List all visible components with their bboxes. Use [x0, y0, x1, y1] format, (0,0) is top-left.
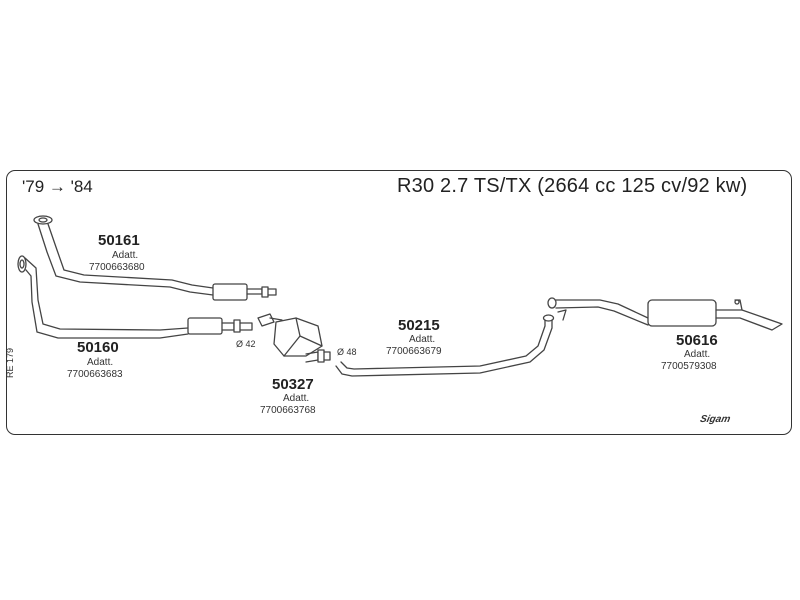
central-silencer — [257, 313, 331, 363]
part-ref-50160: 7700663683 — [67, 369, 123, 380]
year-range: '79 → '84 — [22, 177, 93, 196]
pre-silencer-upper — [212, 283, 277, 301]
part-number-50161: 50161 — [98, 232, 140, 249]
part-number-50215: 50215 — [398, 317, 440, 334]
part-ref-50616: 7700579308 — [661, 361, 717, 372]
diagram-frame — [6, 170, 792, 435]
vehicle-title: R30 2.7 TS/TX (2664 cc 125 cv/92 kw) — [397, 175, 748, 197]
part-number-50327: 50327 — [272, 376, 314, 393]
part-adatt-50160: Adatt. — [87, 357, 114, 368]
front-pipe-lower — [17, 255, 189, 339]
intermediate-pipe — [335, 314, 555, 377]
side-code: RE 179 — [5, 347, 15, 378]
part-ref-50327: 7700663768 — [260, 405, 316, 416]
part-adatt-50327: Adatt. — [283, 393, 310, 404]
diameter-48: Ø 48 — [337, 347, 357, 357]
part-ref-50161: 7700663680 — [89, 262, 145, 273]
brand-logo: Sigam — [698, 414, 732, 425]
part-ref-50215: 7700663679 — [386, 346, 442, 357]
diameter-42: Ø 42 — [236, 339, 256, 349]
front-pipe-upper — [33, 215, 214, 296]
part-adatt-50215: Adatt. — [409, 334, 436, 345]
pre-silencer-lower — [187, 317, 253, 335]
rear-silencer — [547, 297, 783, 331]
part-number-50160: 50160 — [77, 339, 119, 356]
part-adatt-50616: Adatt. — [684, 349, 711, 360]
part-adatt-50161: Adatt. — [112, 250, 139, 261]
part-number-50616: 50616 — [676, 332, 718, 349]
